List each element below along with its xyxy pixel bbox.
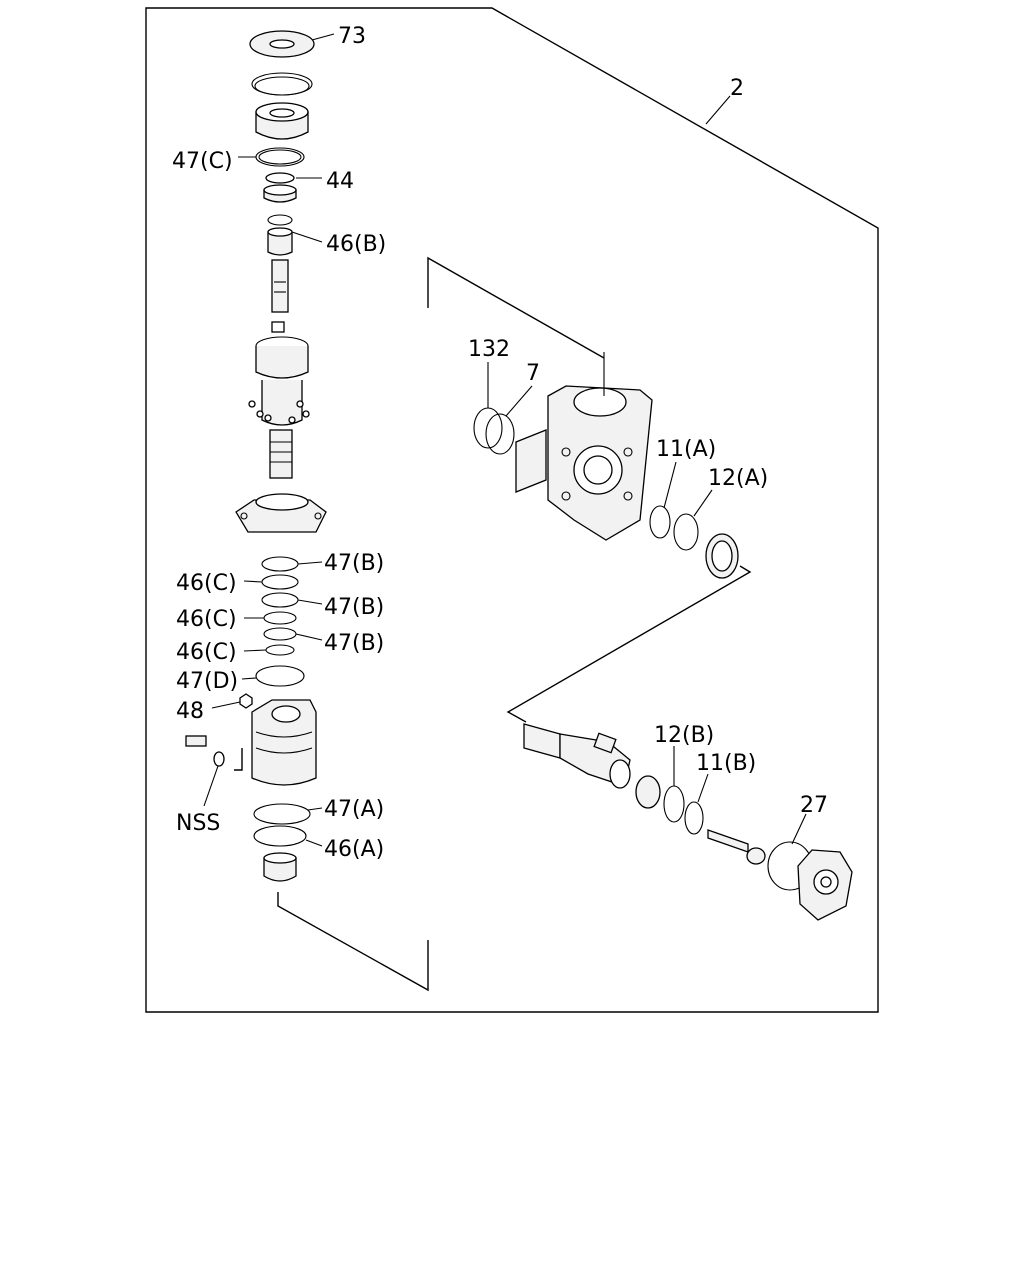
part-11a-12a: [649, 505, 739, 579]
label-46c-1: 46(C): [176, 571, 237, 596]
label-44: 44: [326, 169, 354, 194]
label-27: 27: [800, 793, 828, 818]
part-47c-oring: [255, 147, 305, 167]
part-132-7-seals: [473, 407, 515, 455]
label-nss: NSS: [176, 811, 220, 836]
input-shaft: [271, 259, 289, 333]
nss-bolt: [185, 735, 225, 767]
label-46c-3: 46(C): [176, 640, 237, 665]
label-7: 7: [526, 361, 540, 386]
adjust-screw: [707, 829, 766, 865]
label-48: 48: [176, 699, 204, 724]
part-73-washer: [249, 30, 315, 58]
valve-housing: [251, 699, 317, 786]
label-12a: 12(A): [708, 466, 768, 491]
kit-boundary: [145, 7, 879, 1013]
seal-stack: [255, 556, 305, 687]
label-47c: 47(C): [172, 149, 233, 174]
snap-ring: [251, 72, 313, 96]
label-46c-2: 46(C): [176, 607, 237, 632]
upper-bracket-line: [427, 256, 605, 359]
label-132: 132: [468, 337, 510, 362]
shaft-connector-line: [506, 565, 752, 723]
part-12b-11b: [635, 775, 704, 835]
valve-assembly: [248, 336, 310, 479]
part-48-nut: [239, 693, 253, 709]
label-46a: 46(A): [324, 837, 384, 862]
part-47a-46a: [253, 803, 311, 882]
label-11a: 11(A): [656, 437, 716, 462]
upper-cover: [235, 493, 327, 533]
lower-bracket-line: [277, 892, 429, 992]
housing-cap: [255, 102, 309, 140]
leader-lines: [203, 33, 807, 847]
label-47b-1: 47(B): [324, 551, 384, 576]
gear-housing: [515, 385, 653, 541]
label-12b: 12(B): [654, 723, 714, 748]
label-47a: 47(A): [324, 797, 384, 822]
label-73: 73: [338, 24, 366, 49]
sector-shaft: [523, 723, 631, 789]
part-46b: [267, 214, 293, 256]
label-11b: 11(B): [696, 751, 756, 776]
label-2: 2: [730, 76, 744, 101]
body-dashed-connector: [234, 748, 243, 771]
label-46b: 46(B): [326, 232, 386, 257]
label-47b-2: 47(B): [324, 595, 384, 620]
label-47d: 47(D): [176, 669, 238, 694]
part-27-side-cover: [767, 841, 853, 921]
part-44-seal: [263, 172, 297, 203]
callout-labels: 73 2 47(C) 44 46(B) 132 7 11(A) 12(A) 47…: [172, 24, 828, 862]
label-47b-3: 47(B): [324, 631, 384, 656]
